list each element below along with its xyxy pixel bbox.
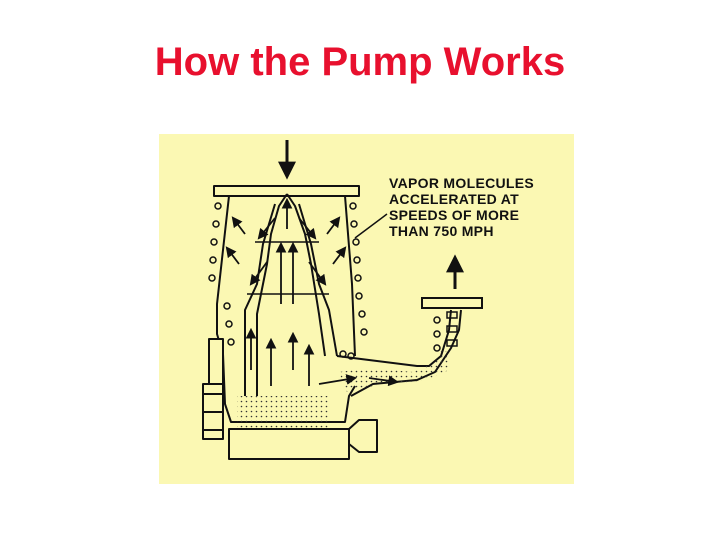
slide-title: How the Pump Works [154,40,566,84]
callout-line-1: VAPOR MOLECULES [389,175,535,191]
pump-diagram-svg [159,134,574,484]
pump-diagram [159,134,574,484]
callout-line-4: THAN 750 MPH [389,223,494,239]
boiling-fluid [237,396,329,428]
cooling-coils-left [208,202,235,346]
vapor-callout: VAPOR MOLECULES ACCELERATED AT SPEEDS OF… [389,175,534,239]
jet-stack [256,193,326,396]
callout-line-2: ACCELERATED AT [389,191,519,207]
callout-pointer [354,213,388,239]
callout-line-3: SPEEDS OF MORE [389,207,520,223]
outlet-flange [421,297,483,309]
boiler-base [228,428,350,460]
vapor-arrows [225,197,400,387]
pump-housing [216,195,356,423]
